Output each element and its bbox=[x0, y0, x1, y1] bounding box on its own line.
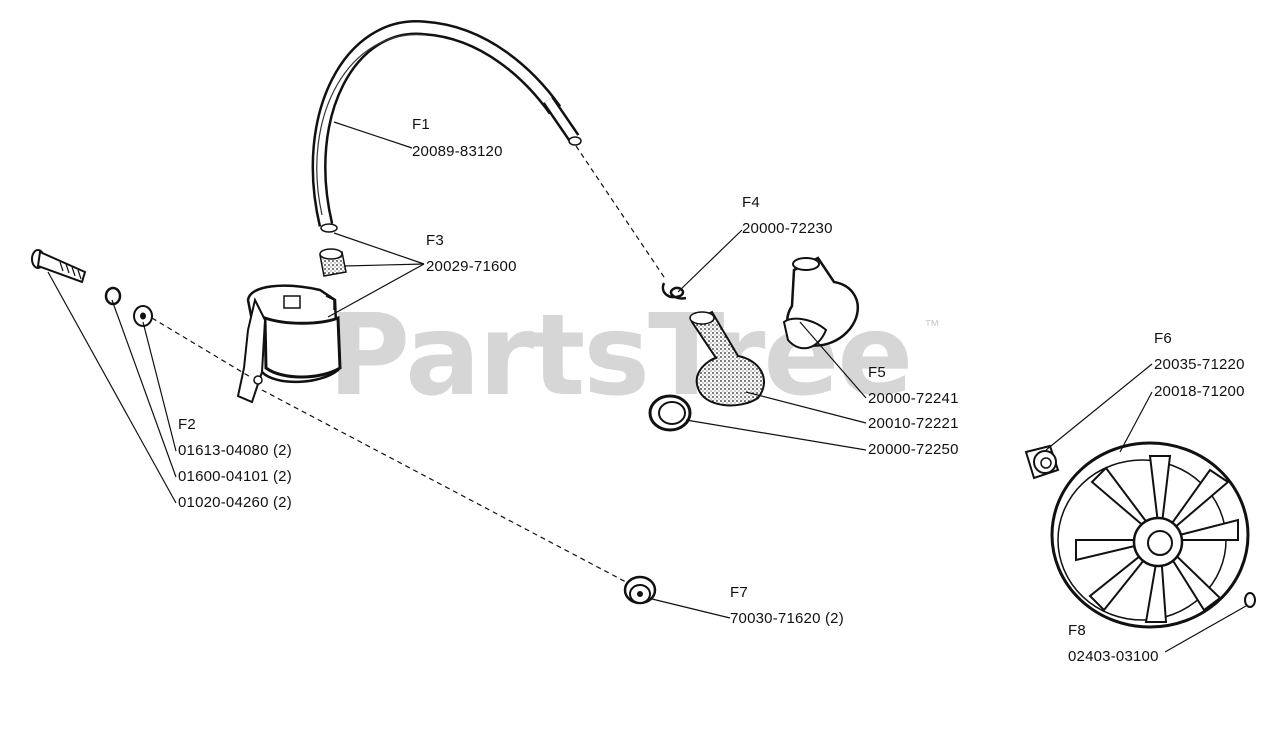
spark-plug-cap-spring bbox=[661, 282, 687, 300]
callout-f2-id: F2 bbox=[178, 416, 196, 433]
callout-f5-part-3: 20000-72250 bbox=[868, 441, 959, 458]
assembly-lines bbox=[151, 145, 667, 583]
spark-plug-cap bbox=[782, 256, 859, 350]
callout-f4-id: F4 bbox=[742, 194, 760, 211]
callout-f6-part-1: 20035-71220 bbox=[1154, 356, 1245, 373]
callout-f6-part-2: 20018-71200 bbox=[1154, 383, 1245, 400]
flat-washer bbox=[133, 305, 153, 327]
callout-f5-part-1: 20000-72241 bbox=[868, 390, 959, 407]
callout-f2-part-1: 01613-04080 (2) bbox=[178, 442, 292, 459]
callout-f7-id: F7 bbox=[730, 584, 748, 601]
flywheel-nut bbox=[1024, 444, 1060, 480]
spacer bbox=[623, 575, 657, 605]
flywheel bbox=[1050, 441, 1250, 629]
callout-f2-part-3: 01020-04260 (2) bbox=[178, 494, 292, 511]
wire-terminal-nut bbox=[319, 248, 347, 277]
cap-boot bbox=[689, 310, 765, 407]
callout-f2-part-2: 01600-04101 (2) bbox=[178, 468, 292, 485]
callout-f8-id: F8 bbox=[1068, 622, 1086, 639]
trademark-mark: ™ bbox=[924, 318, 940, 335]
callout-f5-id: F5 bbox=[868, 364, 886, 381]
callout-f5-part-2: 20010-72221 bbox=[868, 415, 959, 432]
callout-f1-part: 20089-83120 bbox=[412, 143, 503, 160]
woodruff-key bbox=[1244, 592, 1256, 608]
callout-f1-id: F1 bbox=[412, 116, 430, 133]
leader-lines bbox=[47, 121, 1247, 653]
screw bbox=[31, 249, 87, 284]
callout-f7-part: 70030-71620 (2) bbox=[730, 610, 844, 627]
ignition-coil bbox=[236, 284, 342, 404]
boot-ring bbox=[648, 394, 692, 432]
callout-f3-part: 20029-71600 bbox=[426, 258, 517, 275]
callout-f4-part: 20000-72230 bbox=[742, 220, 833, 237]
callout-f3-id: F3 bbox=[426, 232, 444, 249]
spark-plug-wire bbox=[311, 20, 582, 233]
callout-f6-id: F6 bbox=[1154, 330, 1172, 347]
callout-f8-part: 02403-03100 bbox=[1068, 648, 1159, 665]
